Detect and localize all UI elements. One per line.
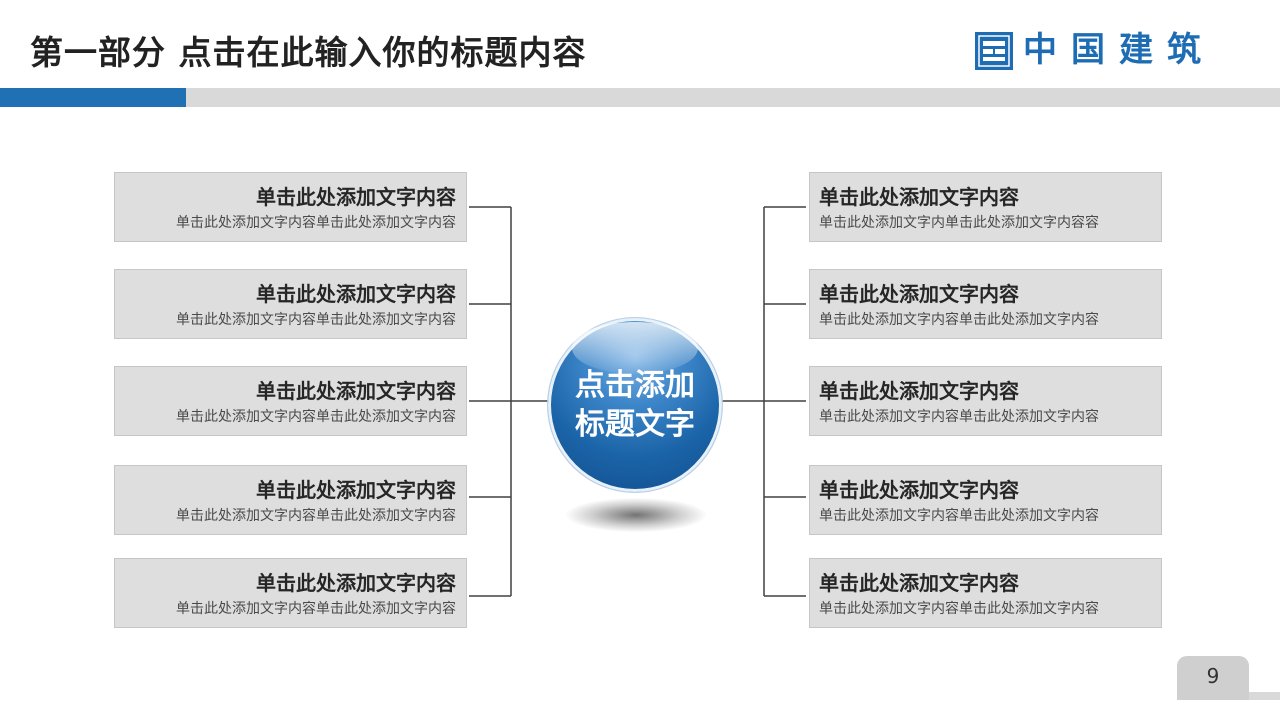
left-item-5-body: 单击此处添加文字内容单击此处添加文字内容 (176, 601, 456, 617)
page-number-tab (1177, 656, 1249, 700)
left-item-1-body: 单击此处添加文字内容单击此处添加文字内容 (176, 215, 456, 231)
right-item-4-heading: 单击此处添加文字内容 (819, 478, 1019, 502)
page-number: 9 (1206, 664, 1220, 688)
right-item-2[interactable]: 单击此处添加文字内容 单击此处添加文字内容单击此处添加文字内容 (809, 269, 1162, 339)
left-item-4-body: 单击此处添加文字内容单击此处添加文字内容 (176, 508, 456, 524)
right-item-2-heading: 单击此处添加文字内容 (819, 282, 1019, 306)
left-item-3-body: 单击此处添加文字内容单击此处添加文字内容 (176, 409, 456, 425)
header-rule (0, 88, 1280, 107)
left-item-3-heading: 单击此处添加文字内容 (256, 379, 456, 403)
left-item-1-heading: 单击此处添加文字内容 (256, 185, 456, 209)
center-title-line1: 点击添加 (575, 368, 695, 403)
right-item-2-body: 单击此处添加文字内容单击此处添加文字内容 (819, 312, 1099, 328)
right-item-5[interactable]: 单击此处添加文字内容 单击此处添加文字内容单击此处添加文字内容 (809, 558, 1162, 628)
left-item-4[interactable]: 单击此处添加文字内容 单击此处添加文字内容单击此处添加文字内容 (114, 465, 467, 535)
left-item-4-heading: 单击此处添加文字内容 (256, 478, 456, 502)
right-item-1-body: 单击此处添加文字内单击此处添加文字内容容 (819, 215, 1099, 231)
sphere-shadow (566, 498, 706, 532)
left-item-5[interactable]: 单击此处添加文字内容 单击此处添加文字内容单击此处添加文字内容 (114, 558, 467, 628)
logo-text: 中国建筑 (1023, 30, 1215, 70)
sphere-highlight (572, 322, 698, 374)
right-item-1[interactable]: 单击此处添加文字内容 单击此处添加文字内单击此处添加文字内容容 (809, 172, 1162, 242)
right-item-3[interactable]: 单击此处添加文字内容 单击此处添加文字内容单击此处添加文字内容 (809, 366, 1162, 436)
cscec-logo-icon (975, 32, 1013, 70)
center-title: 点击添加 标题文字 (548, 366, 722, 444)
left-item-2-body: 单击此处添加文字内容单击此处添加文字内容 (176, 312, 456, 328)
right-item-4-body: 单击此处添加文字内容单击此处添加文字内容 (819, 508, 1099, 524)
header-accent (0, 88, 186, 107)
center-title-line2: 标题文字 (575, 407, 695, 442)
slide-title: 第一部分 点击在此输入你的标题内容 (30, 33, 587, 72)
right-item-3-body: 单击此处添加文字内容单击此处添加文字内容 (819, 409, 1099, 425)
right-item-5-body: 单击此处添加文字内容单击此处添加文字内容 (819, 601, 1099, 617)
left-item-3[interactable]: 单击此处添加文字内容 单击此处添加文字内容单击此处添加文字内容 (114, 366, 467, 436)
left-item-2-heading: 单击此处添加文字内容 (256, 282, 456, 306)
left-item-1[interactable]: 单击此处添加文字内容 单击此处添加文字内容单击此处添加文字内容 (114, 172, 467, 242)
left-item-5-heading: 单击此处添加文字内容 (256, 571, 456, 595)
right-item-5-heading: 单击此处添加文字内容 (819, 571, 1019, 595)
right-item-4[interactable]: 单击此处添加文字内容 单击此处添加文字内容单击此处添加文字内容 (809, 465, 1162, 535)
left-item-2[interactable]: 单击此处添加文字内容 单击此处添加文字内容单击此处添加文字内容 (114, 269, 467, 339)
right-item-1-heading: 单击此处添加文字内容 (819, 185, 1019, 209)
right-item-3-heading: 单击此处添加文字内容 (819, 379, 1019, 403)
